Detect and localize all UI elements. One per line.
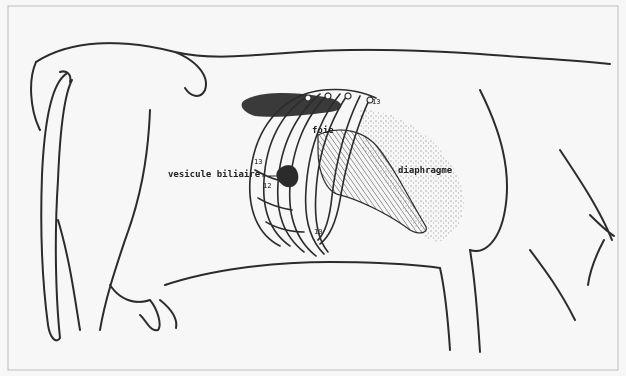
rib-number-bottom: 10 [314, 228, 322, 236]
diaphragm-label: diaphragme [398, 166, 452, 176]
liver-label: foie [312, 126, 334, 136]
figure-frame [8, 6, 618, 370]
rib-number-left-upper: 13 [254, 158, 262, 166]
vesicle-label: vesicule biliaire [168, 170, 260, 180]
rib-number-left-lower: 12 [263, 182, 271, 190]
rib-number-top: 13 [372, 98, 380, 106]
